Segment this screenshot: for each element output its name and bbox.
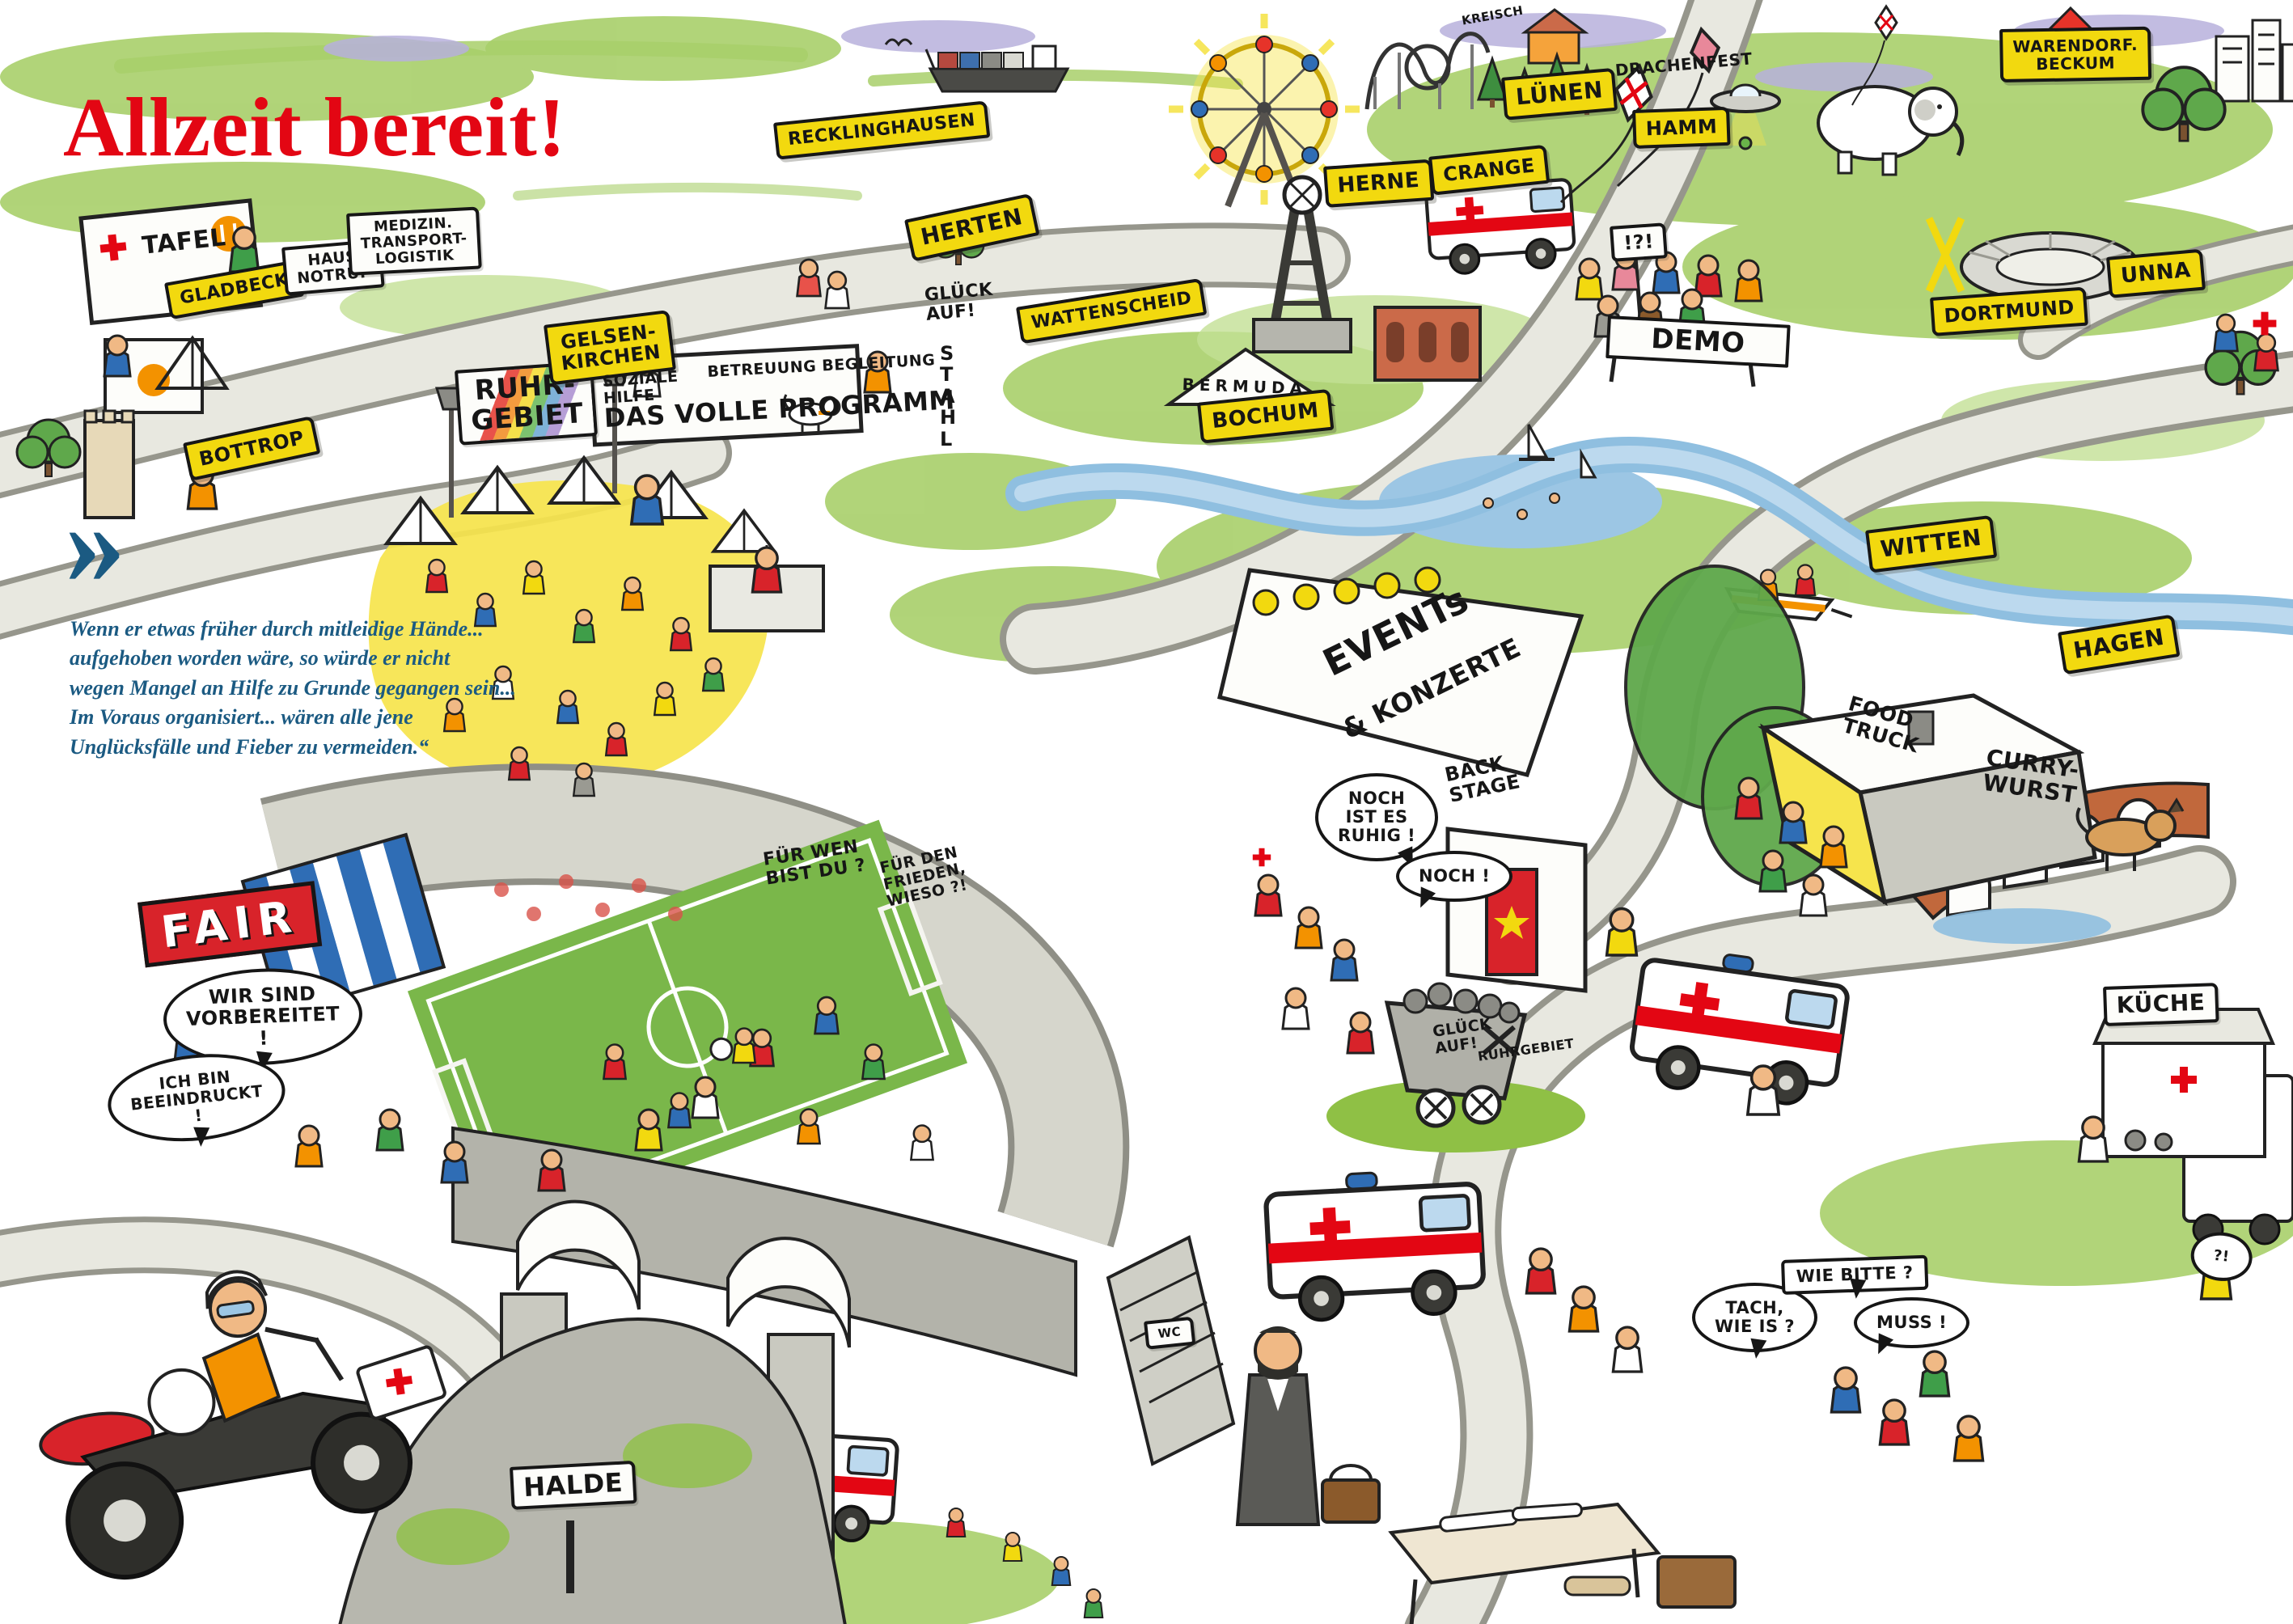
text-drachenfest: DRACHENFEST	[1614, 49, 1754, 80]
sign-unna: UNNA	[2106, 248, 2206, 298]
placard-interrobang: !?!	[1610, 222, 1669, 263]
text-fuer-den-frieden: FÜR DEN FRIEDEN, WIESO ?!	[878, 843, 969, 911]
sign-medizin-transport-logistik: MEDIZIN. TRANSPORT- LOGISTIK	[346, 206, 482, 277]
sign-dortmund: DORTMUND	[1930, 286, 2089, 337]
sign-wc: WC	[1144, 1316, 1195, 1350]
bubble-noch-ist-es-ruhig: NOCH IST ES RUHIG !	[1315, 773, 1439, 862]
sign-bochum: BOCHUM	[1197, 388, 1335, 444]
banner-betreuung-begleitung: BETREUUNG BEGLEITUNG	[706, 351, 936, 381]
text-currywurst: CURRY- WURST	[1981, 744, 2081, 809]
quote-mark: »	[65, 476, 125, 610]
sign-luenen: LÜNEN	[1501, 67, 1618, 121]
text-kreisch: KREISCH	[1460, 2, 1525, 28]
bubble-wie-bitte: WIE BITTE ?	[1781, 1254, 1929, 1296]
sign-herten: HERTEN	[904, 192, 1040, 262]
text-backstage: BACK STAGE	[1442, 751, 1523, 808]
sign-tafel: TAFEL	[140, 223, 227, 260]
sign-recklinghausen: RECKLINGHAUSEN	[773, 100, 991, 160]
sign-herne: HERNE	[1323, 159, 1434, 208]
quote-text: Wenn er etwas früher durch mitleidige Hä…	[70, 617, 516, 759]
sign-witten: WITTEN	[1865, 514, 1997, 573]
text-fuer-wen-bist-du: FÜR WEN BIST DU ?	[761, 836, 868, 890]
sign-kueche: KÜCHE	[2103, 983, 2219, 1026]
text-glueck-auf-herten: GLÜCK AUF!	[923, 279, 994, 326]
sign-wattenscheid: WATTENSCHEID	[1016, 277, 1208, 345]
bubble-wir-sind-vorbereitet: WIR SIND VORBEREITET !	[162, 965, 365, 1069]
sign-hamm: HAMM	[1632, 106, 1732, 150]
banner-demo: DEMO	[1606, 315, 1791, 369]
page-title: Allzeit bereit!	[63, 81, 567, 174]
bubble-muss: MUSS !	[1854, 1297, 1970, 1349]
bubble-miner: ?!	[2188, 1229, 2255, 1284]
text-food-truck: FOOD TRUCK	[1839, 691, 1922, 758]
sign-hagen: HAGEN	[2058, 614, 2181, 675]
sign-halde: HALDE	[510, 1460, 637, 1511]
sign-crange: CRANGE	[1428, 144, 1551, 197]
banner-fair: FAIR	[137, 881, 323, 968]
text-stahl: S T A H L	[940, 342, 957, 450]
sign-warendorf-beckum: WARENDORF. BECKUM	[1999, 26, 2151, 82]
bubble-noch: NOCH !	[1396, 851, 1513, 903]
sign-bottrop: BOTTROP	[183, 415, 321, 482]
